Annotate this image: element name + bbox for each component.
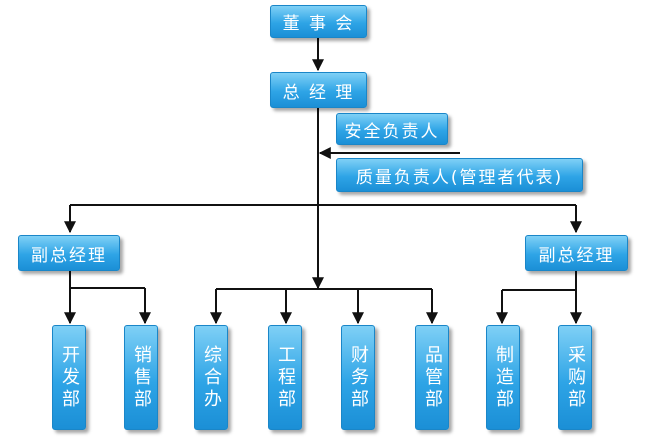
dept-manufacturing: 制造部 — [486, 325, 520, 430]
deputy-gm-left-box: 副总经理 — [18, 235, 120, 271]
dept-quality-control-label: 品管部 — [422, 344, 443, 411]
safety-officer-box: 安全负责人 — [336, 113, 448, 145]
dept-procurement-label: 采购部 — [565, 344, 586, 411]
dept-procurement: 采购部 — [558, 325, 592, 430]
dept-manufacturing-label: 制造部 — [493, 344, 514, 411]
dept-sales: 销售部 — [124, 325, 158, 430]
dept-sales-label: 销售部 — [131, 344, 152, 411]
general-manager-box: 总 经 理 — [270, 72, 367, 108]
quality-officer-box: 质量负责人(管理者代表) — [336, 158, 583, 192]
dept-quality-control: 品管部 — [415, 325, 449, 430]
dept-finance: 财务部 — [341, 325, 375, 430]
dept-development-label: 开发部 — [59, 344, 80, 411]
dept-engineering: 工程部 — [268, 325, 302, 430]
dept-development: 开发部 — [52, 325, 86, 430]
dept-finance-label: 财务部 — [348, 344, 369, 411]
deputy-gm-right-box: 副总经理 — [525, 235, 628, 271]
dept-general-office: 综合办 — [194, 325, 228, 430]
dept-engineering-label: 工程部 — [275, 344, 296, 411]
dept-general-office-label: 综合办 — [201, 344, 222, 411]
board-box: 董 事 会 — [270, 5, 367, 38]
